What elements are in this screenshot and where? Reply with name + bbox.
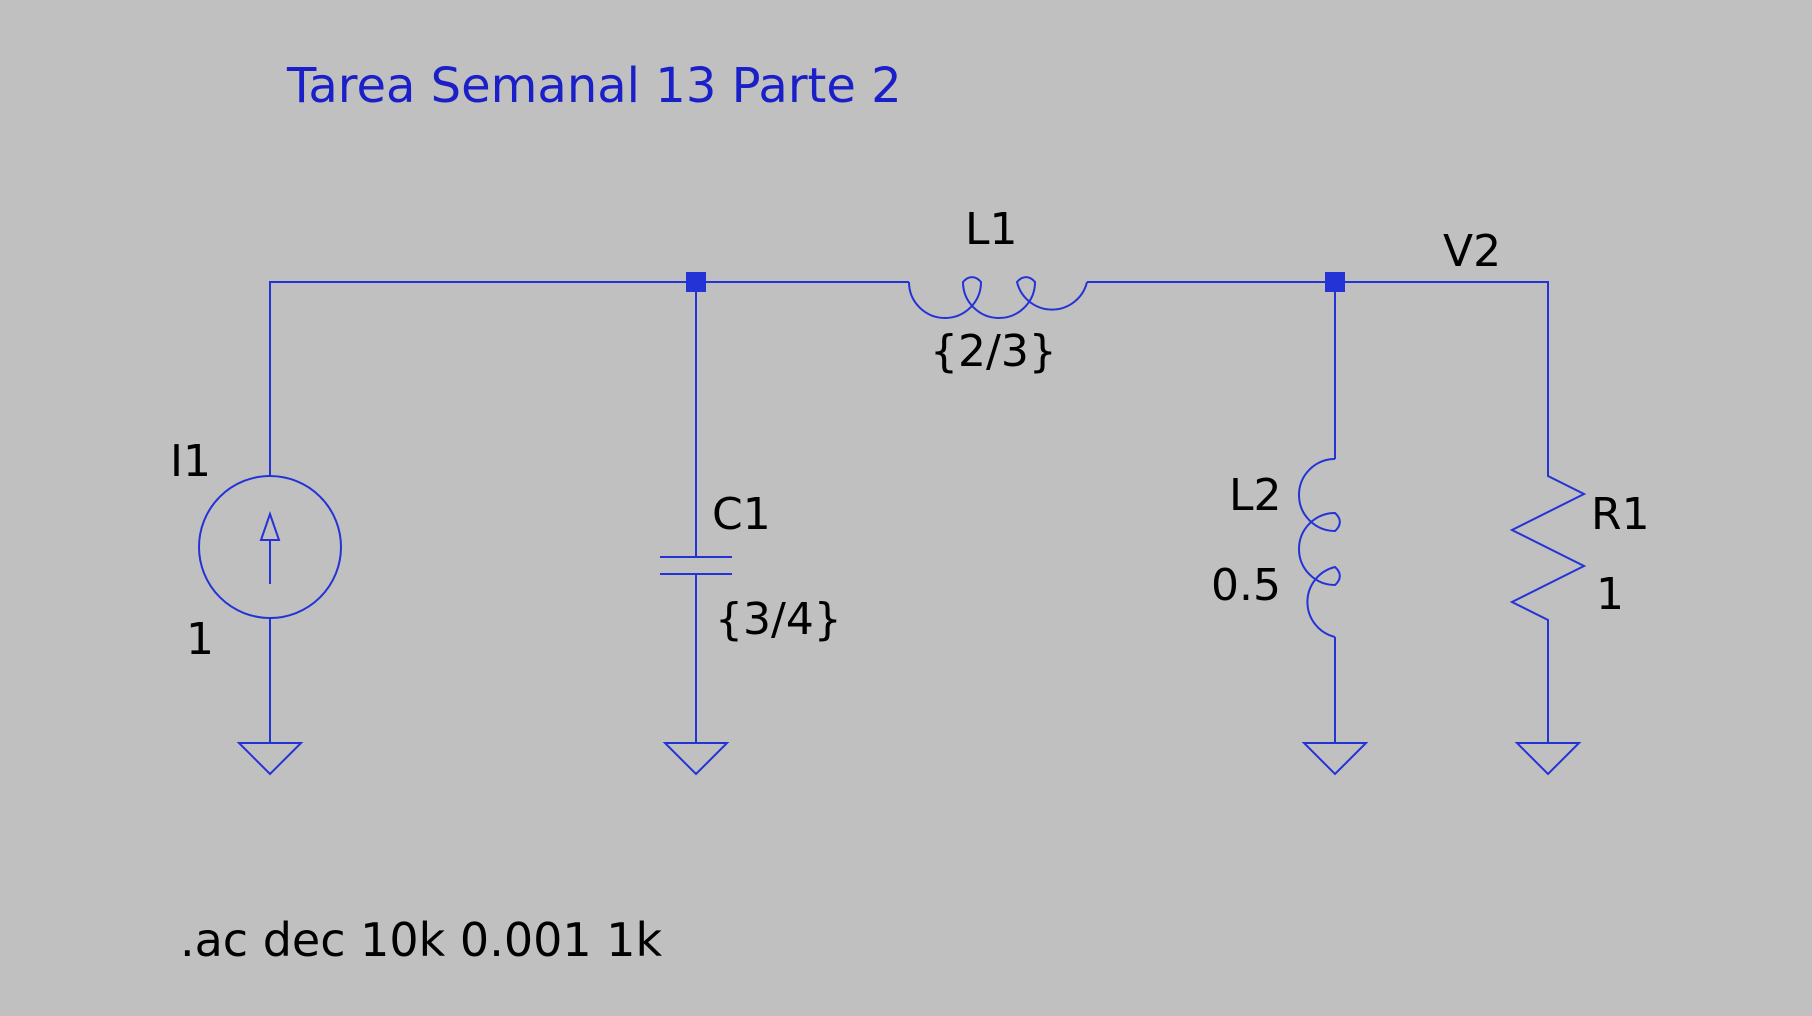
wire-i1-to-c1 [269,281,696,476]
inductor-coil-icon [908,276,1088,319]
wire-l2-to-r1 [1335,281,1549,476]
resistor-zigzag-icon [1509,282,1587,743]
l2-name-label: L2 [1229,470,1282,521]
r1-name-label: R1 [1591,489,1650,540]
top-wires [269,281,1549,476]
inductor-l1[interactable] [908,276,1088,319]
c1-name-label: C1 [712,489,771,540]
net-label-v2: V2 [1443,226,1501,277]
ground-icon [1301,742,1369,776]
spice-directive[interactable]: .ac dec 10k 0.001 1k [180,913,663,967]
resistor-r1[interactable] [1509,282,1587,776]
schematic-title: Tarea Semanal 13 Parte 2 [286,58,902,114]
i1-name-label: I1 [170,436,211,487]
c1-value-label: {3/4} [715,594,842,645]
inductor-l2[interactable] [1298,282,1369,776]
inductor-coil-icon [1298,458,1341,638]
l2-value-label: 0.5 [1211,560,1281,611]
current-source-i1[interactable] [198,475,342,776]
current-source-arrow-icon [259,510,281,541]
ground-icon [1514,742,1582,776]
l1-value-label: {2/3} [930,326,1057,377]
ground-icon [236,742,304,776]
ground-icon [662,742,730,776]
r1-value-label: 1 [1596,569,1624,620]
capacitor-c1[interactable] [660,282,732,776]
i1-value-label: 1 [186,614,214,665]
l1-name-label: L1 [965,204,1018,255]
